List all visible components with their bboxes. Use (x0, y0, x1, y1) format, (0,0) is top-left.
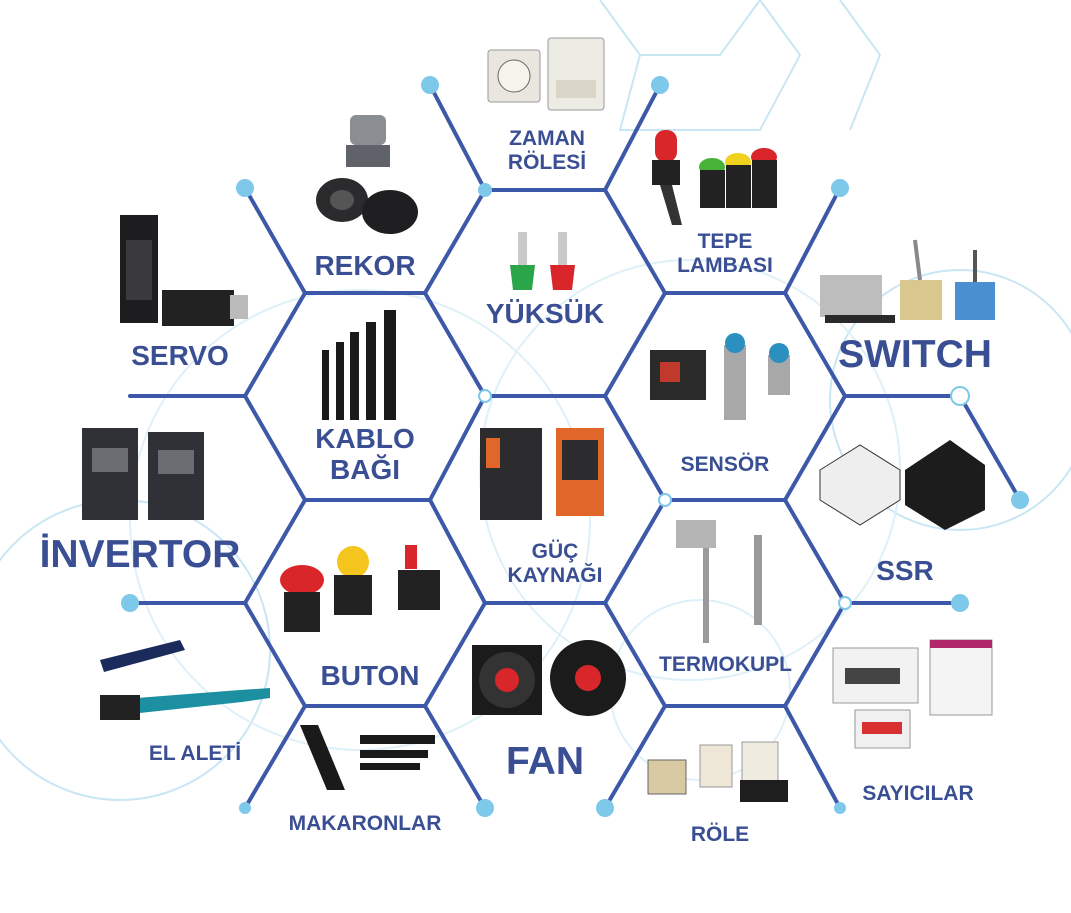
label-zaman-rolesi-line2: RÖLESİ (507, 150, 587, 174)
power-supply-icon (480, 428, 604, 520)
label-el-aleti: EL ALETİ (148, 742, 242, 765)
timer-relay-icon (487, 37, 605, 111)
label-rekor: REKOR (314, 250, 416, 281)
label-servo: SERVO (131, 340, 229, 371)
label-tepe-lambasi: TEPE LAMBASI (660, 230, 790, 277)
label-invertor: İNVERTOR (39, 533, 241, 576)
label-kablo-bagi-line1: KABLO (315, 423, 415, 454)
inverter-icon (82, 428, 204, 520)
label-kablo-bagi: KABLO BAĞI (300, 423, 430, 486)
relay-icon (647, 741, 788, 802)
label-role: RÖLE (690, 823, 750, 846)
servo-drive-icon (120, 215, 248, 326)
limit-switch-icon (820, 239, 995, 323)
label-guc-kaynagi-line1: GÜÇ (531, 540, 579, 563)
label-fan: FAN (506, 740, 584, 783)
label-switch: SWITCH (838, 333, 992, 376)
stack-light-icon (652, 130, 777, 225)
label-tepe-lambasi-line1: TEPE (697, 230, 753, 253)
label-makaronlar: MAKARONLAR (288, 812, 442, 835)
honeycomb-lines (128, 83, 1022, 810)
fan-icon (472, 640, 626, 716)
ferrule-icon (510, 232, 575, 290)
label-yuksuk: YÜKSÜK (485, 298, 605, 329)
counter-icon (832, 639, 993, 749)
sensor-icon (650, 333, 790, 420)
label-guc-kaynagi: GÜÇ KAYNAĞI (500, 540, 610, 587)
label-kablo-bagi-line2: BAĞI (330, 454, 400, 486)
crimping-tool-icon (100, 640, 270, 720)
label-guc-kaynagi-line2: KAYNAĞI (507, 563, 603, 587)
label-zaman-rolesi: ZAMAN RÖLESİ (497, 127, 597, 174)
cable-gland-icon (316, 115, 418, 234)
label-sayicilar: SAYICILAR (862, 782, 974, 805)
label-tepe-lambasi-line2: LAMBASI (677, 253, 773, 277)
thermocouple-icon (676, 520, 762, 643)
label-zaman-rolesi-line1: ZAMAN (509, 127, 585, 150)
cable-tie-icon (322, 310, 396, 420)
ssr-icon (819, 440, 985, 530)
honeycomb-nodes (121, 76, 1029, 817)
label-sensor: SENSÖR (680, 453, 770, 476)
label-ssr: SSR (876, 555, 934, 586)
label-buton: BUTON (320, 660, 420, 691)
label-termokupl: TERMOKUPL (659, 653, 792, 676)
honeycomb-open-nodes (478, 386, 970, 610)
push-button-icon (280, 545, 440, 632)
heat-shrink-icon (300, 725, 435, 790)
